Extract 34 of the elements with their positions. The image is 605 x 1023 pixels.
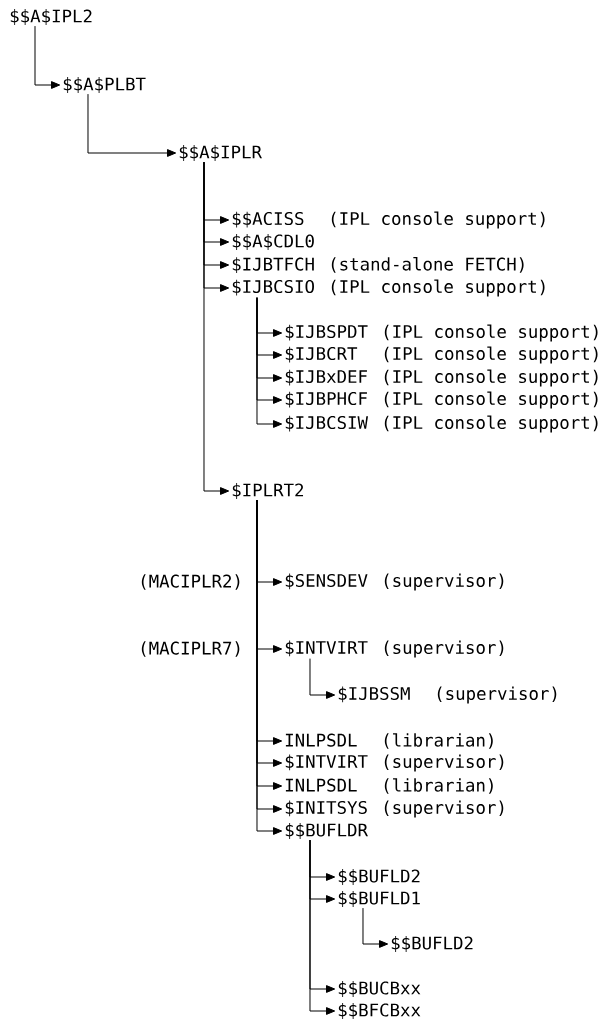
arrow (87, 93, 177, 157)
arrow (362, 907, 389, 948)
module-label: $INTVIRT (supervisor) (285, 640, 504, 658)
module-label: $$BUFLD1 (338, 891, 420, 907)
arrow (256, 297, 283, 428)
module-label: INLPSDL (librarian) (285, 778, 493, 794)
arrow (203, 161, 230, 495)
module-label: $$A$IPL2 (10, 9, 92, 25)
module-label: $$BFCBxx (338, 1003, 421, 1019)
module-label: $$BUFLD2 (391, 936, 473, 952)
module-label: $SENSDEV (supervisor) (285, 573, 504, 591)
module-label: $$A$PLBT (63, 77, 146, 93)
module-label: $INTVIRT (supervisor) (285, 754, 504, 772)
module-label: $IJBxDEF (IPL console support) (285, 369, 598, 387)
module-label: INLPSDL (librarian) (285, 733, 493, 749)
module-label: $IJBSSM (supervisor) (338, 686, 557, 704)
module-label: $$A$IPLR (179, 145, 262, 161)
module-label: $$A$CDL0 (232, 234, 314, 250)
module-label: $IJBSPDT (IPL console support) (285, 324, 598, 342)
arrow (309, 658, 336, 699)
module-label: $IPLRT2 (232, 483, 304, 499)
module-label: $$BUCBxx (338, 981, 421, 997)
module-label: $IJBCRT (IPL console support) (285, 346, 598, 364)
module-label: $$ACISS (IPL console support) (232, 211, 545, 229)
module-label: $INITSYS (supervisor) (285, 800, 504, 818)
module-label: $IJBPHCF (IPL console support) (285, 391, 598, 409)
module-label: $$BUFLD2 (338, 869, 420, 885)
macro-label: (MACIPLR2) (141, 574, 240, 590)
macro-label: (MACIPLR7) (141, 641, 240, 657)
module-label: $IJBCSIO (IPL console support) (232, 279, 545, 297)
arrow (34, 25, 61, 89)
module-label: $$BUFLDR (285, 823, 368, 839)
module-label: $IJBTFCH (stand-alone FETCH) (232, 257, 524, 273)
module-label: $IJBCSIW (IPL console support) (285, 415, 598, 433)
